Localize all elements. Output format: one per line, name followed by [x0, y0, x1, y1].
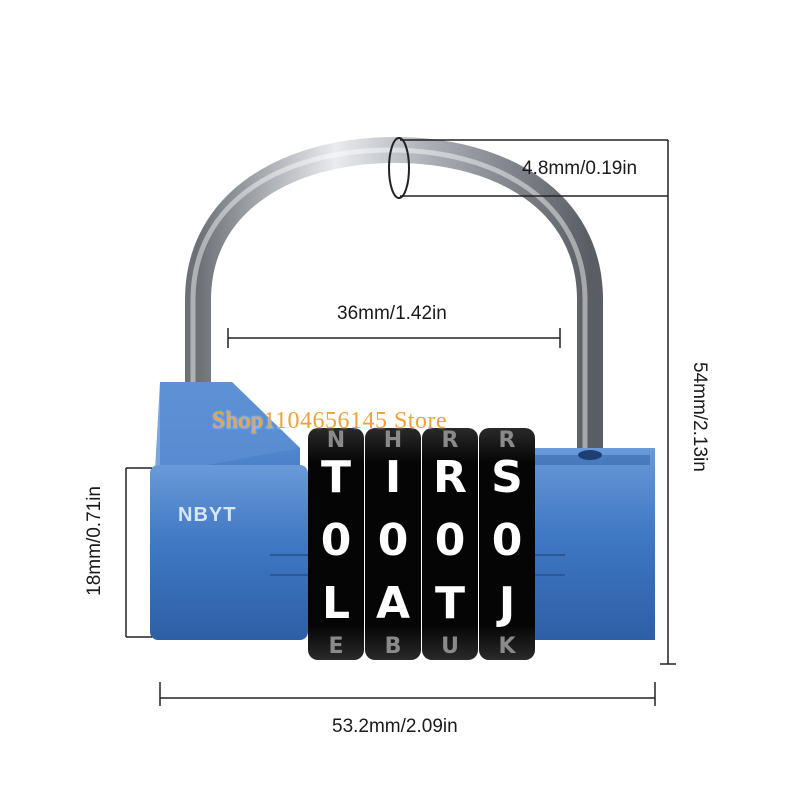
wheel-1-row1[interactable]: T — [320, 452, 351, 503]
wheel-2-top: H — [383, 428, 403, 453]
wheel-1 — [308, 428, 364, 660]
wheel-2-bottom: B — [384, 634, 402, 659]
wheel-4-row2[interactable]: 0 — [491, 515, 523, 566]
wheel-3-row3[interactable]: T — [434, 578, 465, 629]
wheel-1-top: N — [326, 428, 346, 453]
total-height-label: 54mm/2.13in — [689, 362, 710, 472]
shackle-collar — [388, 137, 410, 199]
brand-logo: NBYT — [178, 504, 237, 526]
store-watermark: Shop1104656145 Store — [212, 408, 448, 434]
wheel-2-row2[interactable]: 0 — [377, 515, 409, 566]
wheel-2 — [365, 428, 421, 660]
body-height-label: 18mm/0.71in — [84, 486, 105, 596]
wheel-2-row1[interactable]: I — [384, 452, 402, 503]
wheel-4 — [479, 428, 535, 660]
wheel-1-row2[interactable]: 0 — [320, 515, 352, 566]
wheel-3-bottom: U — [441, 634, 459, 659]
wheel-1-row3[interactable]: L — [321, 578, 351, 629]
dimension-lines — [125, 139, 676, 706]
wheel-1-bottom: E — [328, 634, 344, 659]
shackle — [185, 136, 603, 468]
wheel-3-row2[interactable]: 0 — [434, 515, 466, 566]
wheel-2-row3[interactable]: A — [375, 578, 411, 629]
wheel-4-row1[interactable]: S — [491, 452, 523, 503]
wheel-3 — [422, 428, 478, 660]
shackle-width-label: 36mm/1.42in — [337, 303, 447, 324]
shackle-thickness-label: 4.8mm/0.19in — [522, 158, 638, 179]
wheel-4-row3[interactable]: J — [498, 578, 516, 629]
lock-body-right — [525, 448, 655, 640]
body-width-label: 53.2mm/2.09in — [332, 716, 458, 737]
combination-wheels — [308, 428, 535, 660]
wheel-3-top: R — [441, 428, 459, 453]
wheel-3-row1[interactable]: R — [433, 452, 467, 503]
wheel-4-top: R — [498, 428, 516, 453]
wheel-4-bottom: K — [498, 634, 516, 659]
